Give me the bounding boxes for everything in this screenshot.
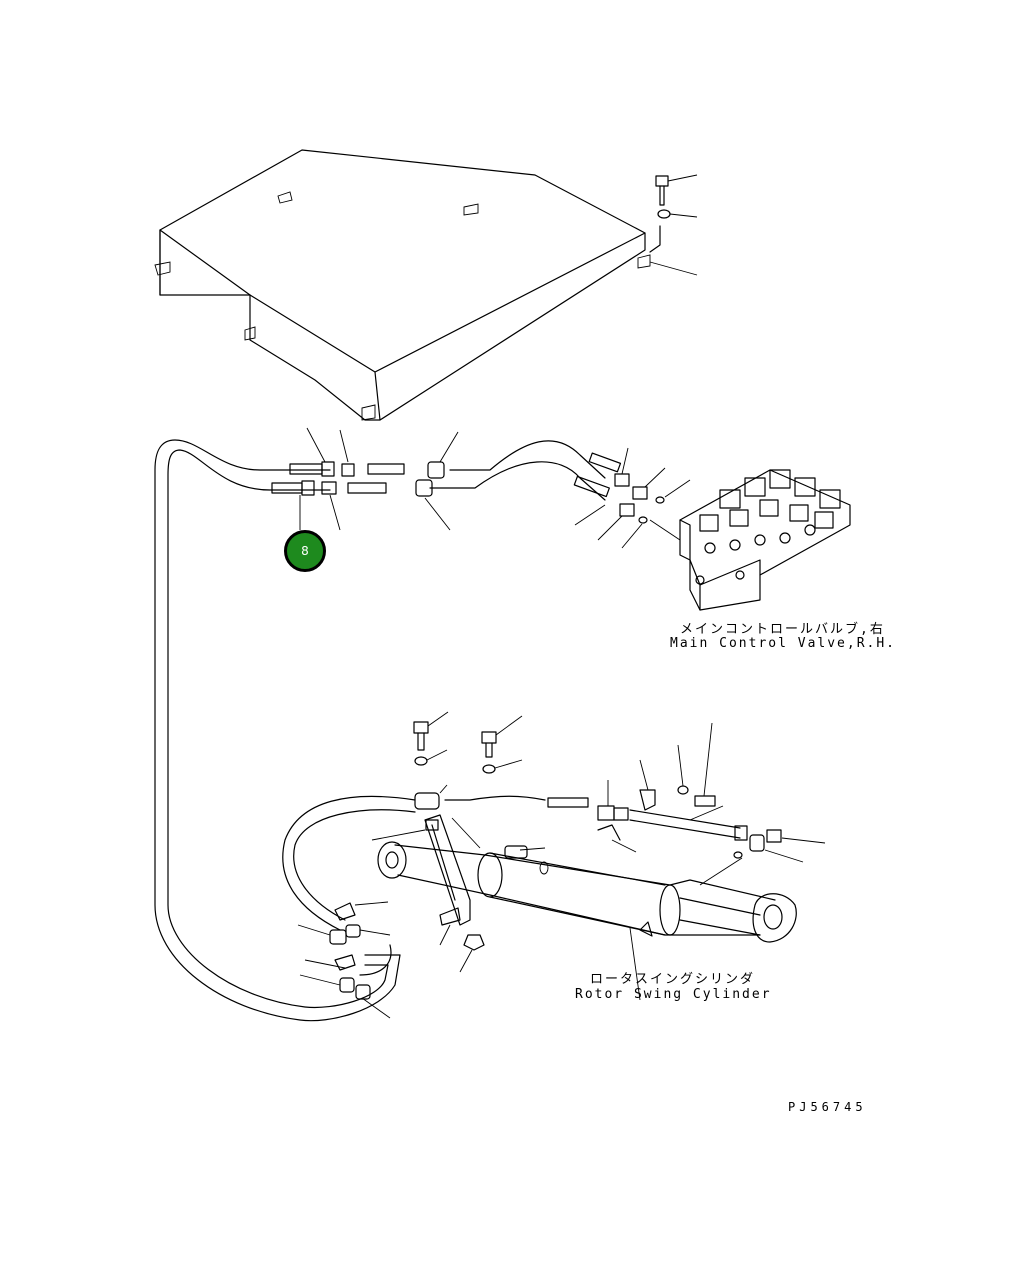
rotor-swing-cylinder-label-jp: ロータスイングシリンダ <box>590 972 756 987</box>
rotor-swing-cylinder-label-en: Rotor Swing Cylinder <box>575 987 772 1002</box>
rotor-swing-cylinder <box>371 814 797 1001</box>
drawing-number: PJ56745 <box>788 1100 867 1114</box>
main-control-valve-label-jp: メインコントロールバルブ,右 <box>680 622 885 637</box>
main-control-valve-label-en: Main Control Valve,R.H. <box>670 636 897 651</box>
callout-8[interactable]: 8 <box>284 530 326 572</box>
cover-bolt-group <box>649 174 698 276</box>
hose-clamps-lower <box>297 901 391 1019</box>
bracket-bolts <box>413 711 826 886</box>
main-control-valve <box>649 469 851 611</box>
hose-lines <box>154 439 606 1022</box>
cover-plate <box>154 149 651 421</box>
hose-fittings-upper <box>271 427 691 549</box>
